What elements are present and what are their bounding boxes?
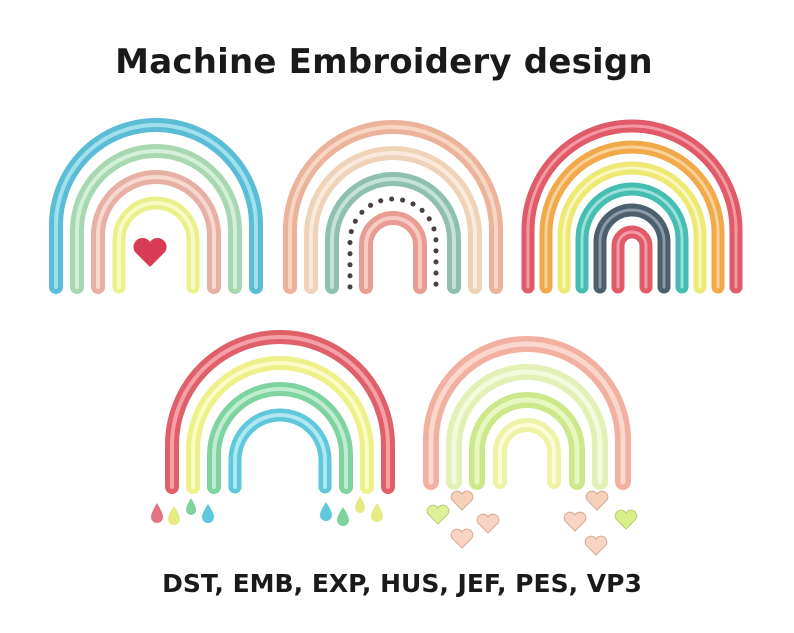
heart-icon xyxy=(426,504,450,525)
rainbow-classic-design xyxy=(521,119,743,294)
raindrops xyxy=(151,496,383,526)
rainbow-heart-design xyxy=(49,118,263,294)
raindrop-icon xyxy=(186,498,196,515)
raindrop-icon xyxy=(355,496,365,513)
rainbow-raindrops-design xyxy=(165,330,395,494)
falling-hearts xyxy=(426,490,638,556)
heart-icon xyxy=(450,490,474,511)
heart-icon xyxy=(563,511,587,532)
heart-icon xyxy=(614,509,638,530)
heart-icon xyxy=(133,237,167,267)
raindrop-icon xyxy=(168,506,180,525)
rainbow-hearts-design xyxy=(423,336,631,490)
heart-icon xyxy=(584,535,608,556)
file-formats-caption: DST, EMB, EXP, HUS, JEF, PES, VP3 xyxy=(162,569,642,598)
heart-icon xyxy=(450,528,474,549)
raindrop-icon xyxy=(151,503,163,523)
page-title: Machine Embroidery design xyxy=(115,42,653,82)
raindrop-icon xyxy=(337,507,349,526)
heart-icon xyxy=(585,490,609,511)
raindrop-icon xyxy=(202,504,214,523)
raindrop-icon xyxy=(371,503,383,522)
heart-icon xyxy=(476,513,500,534)
rainbow-dots-design xyxy=(283,120,503,294)
raindrop-icon xyxy=(320,502,332,521)
